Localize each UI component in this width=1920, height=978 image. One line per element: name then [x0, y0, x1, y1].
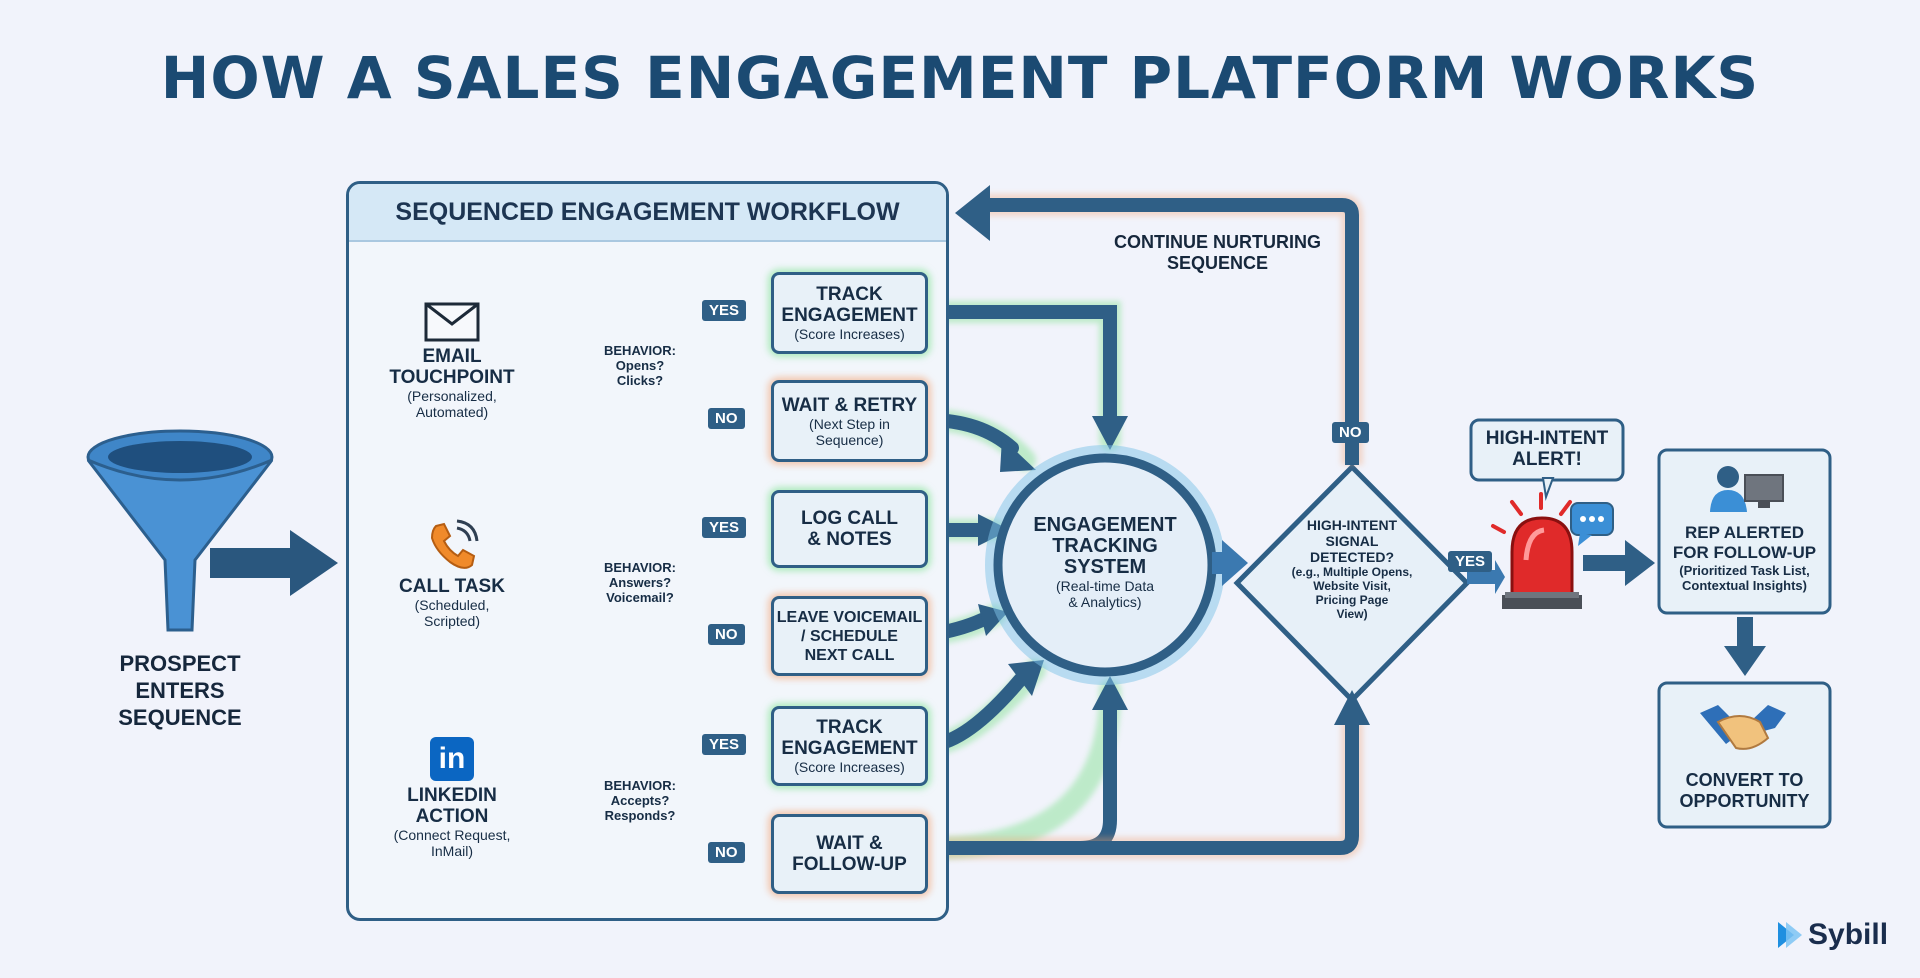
brand-name: Sybill — [1808, 918, 1889, 951]
decision-email: BEHAVIOR: Opens? Clicks? — [604, 343, 676, 388]
yes-chip: YES — [702, 517, 747, 538]
no-chip: NO — [1332, 422, 1369, 443]
convert-to-opportunity: CONVERT TO OPPORTUNITY — [1679, 770, 1810, 811]
outcome-track-engagement-linkedin: TRACK ENGAGEMENT (Score Increases) — [771, 706, 928, 786]
outcome-track-engagement: TRACK ENGAGEMENT (Score Increases) — [771, 272, 928, 354]
linkedin-icon: in — [430, 737, 474, 781]
chat-bubble-icon — [1570, 502, 1614, 546]
high-intent-alert: HIGH-INTENT ALERT! — [1485, 428, 1609, 470]
call-task: CALL TASK (Scheduled, Scripted) — [384, 518, 520, 629]
sybill-logo-icon — [1778, 922, 1802, 948]
yes-chip: YES — [702, 734, 747, 755]
engagement-tracking-system: ENGAGEMENT TRACKING SYSTEM (Real-time Da… — [1033, 514, 1177, 611]
brand-logo: Sybill — [1776, 918, 1888, 952]
outcome-wait-retry: WAIT & RETRY (Next Step in Sequence) — [771, 380, 928, 462]
outcome-log-call: LOG CALL & NOTES — [771, 490, 928, 568]
decision-call: BEHAVIOR: Answers? Voicemail? — [604, 560, 676, 605]
funnel-icon — [86, 429, 274, 632]
linkedin-action: in LINKEDIN ACTION (Connect Request, InM… — [384, 737, 520, 859]
rep-computer-icon — [1710, 466, 1784, 512]
no-chip: NO — [708, 624, 745, 645]
email-touchpoint: EMAIL TOUCHPOINT (Personalized, Automate… — [384, 302, 520, 420]
loop-back-arrow — [955, 185, 1363, 465]
handshake-icon — [1700, 705, 1786, 750]
workflow-header: SEQUENCED ENGAGEMENT WORKFLOW — [349, 184, 946, 242]
decision-linkedin: BEHAVIOR: Accepts? Responds? — [604, 778, 676, 823]
no-chip: NO — [708, 842, 745, 863]
rep-alerted: REP ALERTED FOR FOLLOW-UP (Prioritized T… — [1672, 523, 1817, 593]
alert-callout-shape — [1469, 418, 1625, 501]
phone-icon — [430, 519, 479, 569]
arrow-prospect-to-workflow — [210, 530, 338, 596]
tracking-circle — [985, 445, 1225, 685]
outcome-leave-voicemail: LEAVE VOICEMAIL / SCHEDULE NEXT CALL — [771, 596, 928, 676]
siren-icon — [1491, 492, 1582, 609]
page-title: HOW A SALES ENGAGEMENT PLATFORM WORKS — [160, 44, 1760, 112]
high-intent-signal: HIGH-INTENT SIGNAL DETECTED? (e.g., Mult… — [1291, 517, 1413, 621]
envelope-icon — [424, 302, 480, 342]
yes-chip: YES — [702, 300, 747, 321]
outcome-wait-follow-up: WAIT & FOLLOW-UP — [771, 814, 928, 894]
yes-chip: YES — [1448, 551, 1493, 572]
no-chip: NO — [708, 408, 745, 429]
prospect-label: PROSPECT ENTERS SEQUENCE — [118, 651, 242, 730]
continue-nurturing-label: CONTINUE NURTURING SEQUENCE — [1114, 232, 1321, 273]
